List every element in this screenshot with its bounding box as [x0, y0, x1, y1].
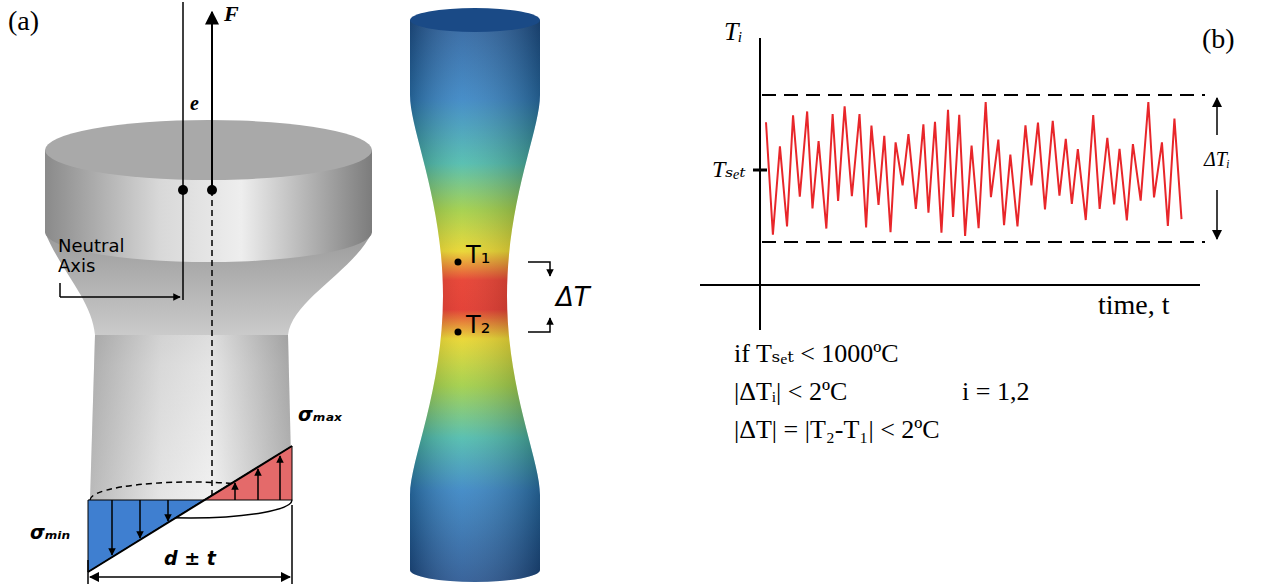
temperature-trace [766, 102, 1182, 236]
range-label: ΔTᵢ [1204, 148, 1230, 170]
panel-label: (b) [1202, 24, 1235, 55]
temperature-trace [766, 102, 1182, 236]
axis-label: Tᵢ [724, 18, 743, 47]
specimen-a [45, 120, 372, 518]
stress-label: σₘₐₓ [298, 404, 342, 425]
plot-axes [700, 38, 1217, 330]
eccentricity-label: e [190, 92, 199, 114]
axis-label: time, t [1098, 290, 1170, 321]
force-label: F [224, 2, 239, 26]
point-label: T₁ [466, 242, 490, 268]
thermal-specimen [410, 8, 550, 582]
stress-distribution [88, 446, 292, 584]
dimension-label: d ± t [164, 548, 216, 569]
setpoint-label: Tₛₑₜ [712, 156, 746, 182]
condition-text: |ΔT| = |T₂-T₁| < 2ºC [734, 416, 940, 445]
axis-label: Neutral Axis [58, 236, 148, 276]
condition-text: i = 1,2 [962, 378, 1029, 407]
condition-text: |ΔTᵢ| < 2ºC [734, 378, 847, 407]
condition-text: if Tₛₑₜ < 1000ºC [734, 340, 899, 369]
stress-label: σₘᵢₙ [30, 522, 70, 543]
panel-label: (a) [8, 6, 39, 37]
point-label: T₂ [466, 312, 490, 338]
gradient-label: ΔT [556, 283, 590, 312]
